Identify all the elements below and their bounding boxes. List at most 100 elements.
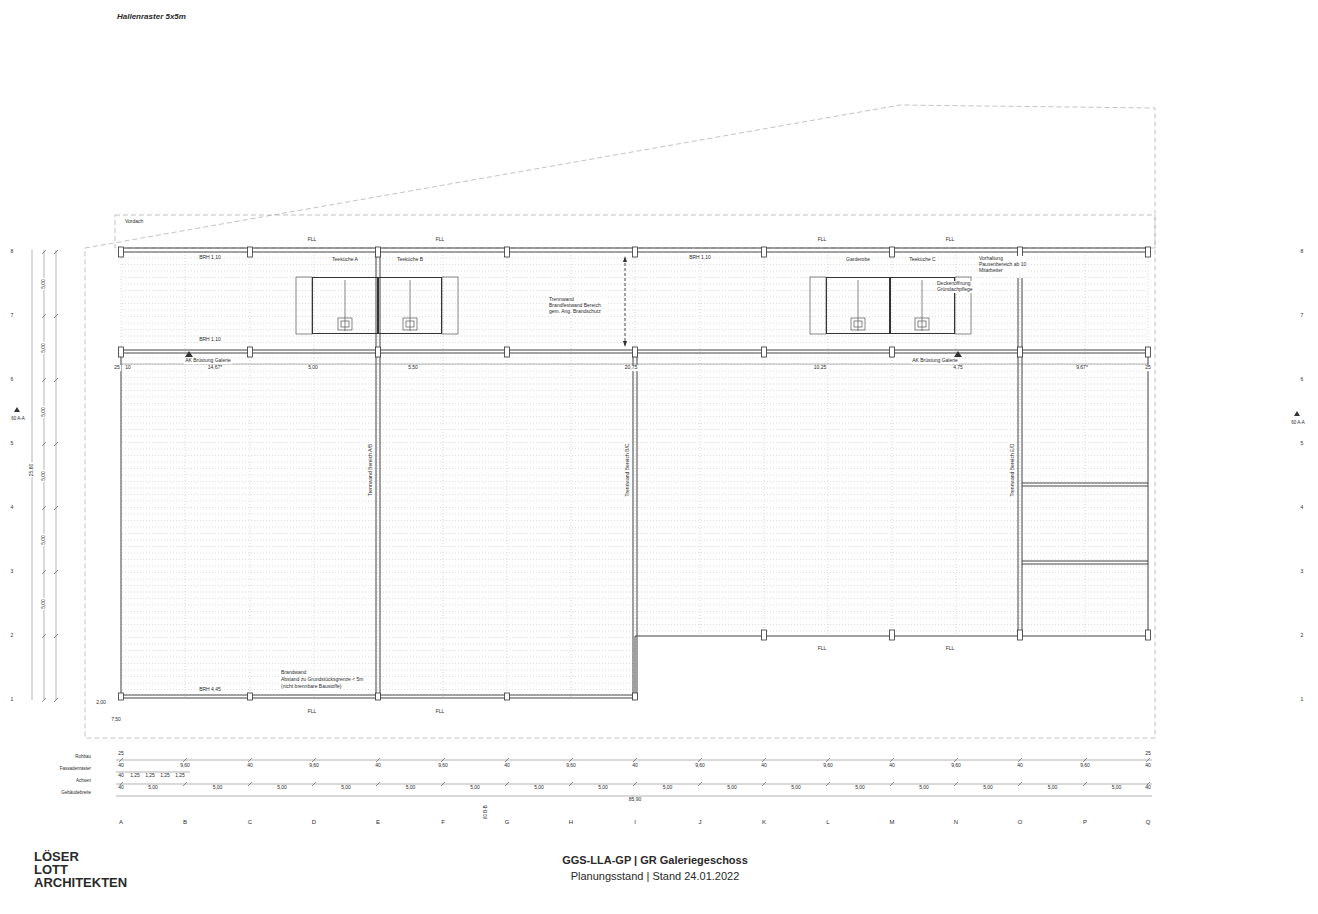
drawing-caption: Planungsstand | Stand 24.01.2022 <box>570 870 741 883</box>
plan-label: E <box>375 819 381 826</box>
plan-label: 5,00 <box>1111 785 1123 791</box>
plan-label: Deckenöffnung Gründachpflege <box>936 281 978 293</box>
plan-label: Trennwand Bereich B/C <box>625 443 631 498</box>
plan-label: P <box>1082 819 1088 826</box>
plan-label: 5,00 <box>276 785 288 791</box>
plan-label: FLL <box>945 237 956 243</box>
plan-label: 5,00 <box>533 785 545 791</box>
plan-label: 9,60 <box>822 763 834 769</box>
plan-label: 5,00 <box>854 785 866 791</box>
plan-label: FLL <box>435 237 446 243</box>
plan-label: 5 <box>10 441 15 447</box>
room-heading: Teeküche C <box>908 257 936 263</box>
drawing-title: GGS-LLA-GP | GR Galeriegeschoss <box>561 854 749 867</box>
plan-label: Trennwand Brandfestwand Bereich gem. Ang… <box>548 297 606 314</box>
plan-label: 25 <box>113 365 121 371</box>
plan-label: Brandwand <box>280 670 307 676</box>
plan-label: 14,67* <box>207 365 223 371</box>
plan-label: 5,00 <box>41 534 47 546</box>
plan-label: N <box>953 819 959 826</box>
plan-label: D <box>311 819 317 826</box>
plan-label: 25,60 <box>29 463 35 478</box>
plan-label: Vorhaltung Pausenbereich ab 10 Mitarbeit… <box>978 256 1028 273</box>
plan-label: 5,00 <box>1047 785 1059 791</box>
plan-label: 5,00 <box>726 785 738 791</box>
plan-label: Fassadenraster <box>59 766 92 771</box>
plan-label: 2 <box>1300 633 1305 639</box>
plan-label: 9,67* <box>1075 365 1089 371</box>
plan-label: 40 <box>117 773 125 779</box>
plan-label: 5 <box>1300 441 1305 447</box>
plan-label: 40 <box>117 763 125 769</box>
plan-label: J <box>698 819 703 826</box>
plan-label: BRH 1,10 <box>198 337 222 343</box>
room-heading: Garderobe <box>845 257 871 263</box>
plan-label: 40 <box>374 763 382 769</box>
plan-label: 1,25 <box>129 773 141 779</box>
plan-label: 1 <box>10 697 15 703</box>
plan-label: 25 <box>1144 751 1152 757</box>
plan-label: FLL <box>817 646 828 652</box>
plan-label: I <box>633 819 637 826</box>
plan-label: 40 <box>117 785 125 791</box>
plan-label: H <box>568 819 574 826</box>
plan-label: 5,50 <box>407 365 419 371</box>
plan-label: 60 B-B <box>483 804 488 820</box>
plan-label: 5,00 <box>918 785 930 791</box>
plan-label: 5,00 <box>307 365 319 371</box>
plan-label: 8 <box>10 249 15 255</box>
plan-label: 40 <box>888 763 896 769</box>
plan-label: B <box>182 819 188 826</box>
plan-label: 5,00 <box>41 470 47 482</box>
plan-label: 25 <box>1144 365 1152 371</box>
plan-label: FLL <box>435 709 446 715</box>
plan-label: BRH 1,10 <box>688 255 712 261</box>
plan-label: 40 <box>1016 763 1024 769</box>
plan-label: 6 <box>1300 377 1305 383</box>
plan-label: 8 <box>1300 249 1305 255</box>
plan-label: 5,00 <box>469 785 481 791</box>
plan-label: 40 <box>760 763 768 769</box>
plan-label: 60 A-A <box>1290 420 1306 425</box>
plan-label: 85,90 <box>628 797 643 803</box>
plan-label: Hallenraster 5x5m <box>116 12 187 21</box>
plan-label: C <box>247 819 253 826</box>
plan-label: 5,00 <box>340 785 352 791</box>
plan-label: 4 <box>1300 505 1305 511</box>
plan-label: FLL <box>307 237 318 243</box>
plan-label: 40 <box>1144 763 1152 769</box>
plan-label: M <box>889 819 896 826</box>
plan-label: 4 <box>10 505 15 511</box>
kitchen-module: Teeküche B <box>378 277 442 334</box>
plan-label: 2 <box>10 633 15 639</box>
plan-label: 5,00 <box>41 406 47 418</box>
plan-label: AK Brüstung Galerie <box>184 358 232 364</box>
plan-label: 40 <box>503 763 511 769</box>
plan-label: 5,00 <box>662 785 674 791</box>
plan-label: 5,00 <box>982 785 994 791</box>
plan-label: L <box>825 819 830 826</box>
plan-label: 7,50 <box>110 717 122 723</box>
plan-label: F <box>440 819 446 826</box>
plan-label: AK Brüstung Galerie <box>911 358 959 364</box>
plan-label: 4,75 <box>952 365 964 371</box>
plan-label: 9,60 <box>437 763 449 769</box>
plan-label: 1,25 <box>144 773 156 779</box>
plan-label: 2,00 <box>95 700 107 706</box>
plan-label: 9,60 <box>565 763 577 769</box>
room-heading: Teeküche B <box>396 257 424 263</box>
plan-label: A <box>118 819 124 826</box>
plan-label: 20,75 <box>624 365 639 371</box>
plan-label: Trennwand Bereich E/D <box>1010 443 1016 498</box>
plan-label: 5,00 <box>790 785 802 791</box>
plan-label: 60 A-A <box>10 416 26 421</box>
plan-label: BRH 1,10 <box>198 255 222 261</box>
plan-label: Rohbau <box>74 754 92 759</box>
plan-label: 5,00 <box>41 278 47 290</box>
plan-label: Q <box>1145 819 1152 826</box>
plan-label: LÖSER LOTT ARCHITEKTEN <box>33 850 45 889</box>
plan-label: 3 <box>10 569 15 575</box>
plan-label: O <box>1017 819 1024 826</box>
plan-label: 9,60 <box>179 763 191 769</box>
